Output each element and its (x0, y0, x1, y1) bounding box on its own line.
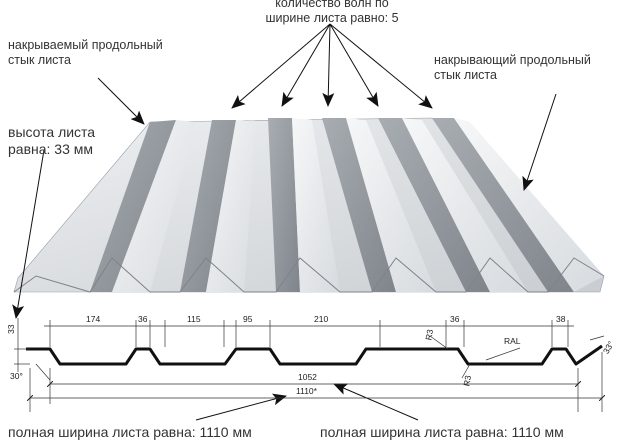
waves-count-label: количество волн по ширине листа равно: 5 (252, 0, 412, 26)
waves-count-line-2: ширине листа равно: 5 (265, 11, 399, 25)
full-width-label-left: полная ширина листа равна: 1110 мм (8, 424, 252, 440)
dim-seg-36-left: 36 (138, 314, 148, 324)
dim-total-width: 1110* (296, 386, 318, 396)
dim-useful-width: 1052 (298, 372, 317, 382)
rib-edge (432, 118, 604, 292)
dim-seg-115: 115 (187, 314, 201, 324)
sheet-height-line-2: равна: 33 мм (8, 141, 94, 157)
dim-seg-210: 210 (314, 314, 328, 324)
rib-5 (378, 118, 528, 292)
dimension-labels: 33 30° 33° 174 36 115 95 210 36 38 R3 R3… (6, 314, 616, 396)
dim-seg-38: 38 (556, 314, 566, 324)
sheet-height-line-1: высота листа (8, 124, 96, 140)
dim-radius-bottom: R3 (461, 374, 473, 387)
callout-arrows (12, 23, 557, 421)
sheet-height-label: высота листа равна: 33 мм (8, 124, 95, 158)
dim-seg-95: 95 (243, 314, 253, 324)
profile-section (26, 344, 603, 366)
dim-ral: RAL (504, 336, 521, 346)
dim-seg-36-right: 36 (450, 314, 460, 324)
covered-joint-line-1: накрываемый продольный (8, 38, 163, 52)
sheet-3d (13, 117, 605, 293)
waves-count-line-1: количество волн по (275, 0, 389, 10)
rib-1 (90, 120, 196, 292)
covering-joint-line-2: стык листа (434, 68, 497, 82)
covered-joint-line-2: стык листа (8, 53, 71, 67)
full-width-label-right: полная ширина листа равна: 1110 мм (320, 424, 564, 440)
dimension-lines (14, 318, 604, 412)
dim-angle-right: 33° (601, 339, 616, 355)
rib-3 (268, 118, 340, 292)
rib-4 (322, 118, 436, 292)
dim-seg-174: 174 (86, 314, 100, 324)
rib-2 (180, 120, 256, 292)
dim-angle-left: 30° (10, 371, 23, 381)
dim-height: 33 (6, 324, 16, 334)
covering-joint-line-1: накрывающий продольный (434, 53, 591, 67)
dim-radius-top: R3 (423, 328, 435, 341)
covered-joint-label: накрываемый продольный стык листа (8, 38, 163, 68)
covering-joint-label: накрывающий продольный стык листа (434, 53, 591, 83)
